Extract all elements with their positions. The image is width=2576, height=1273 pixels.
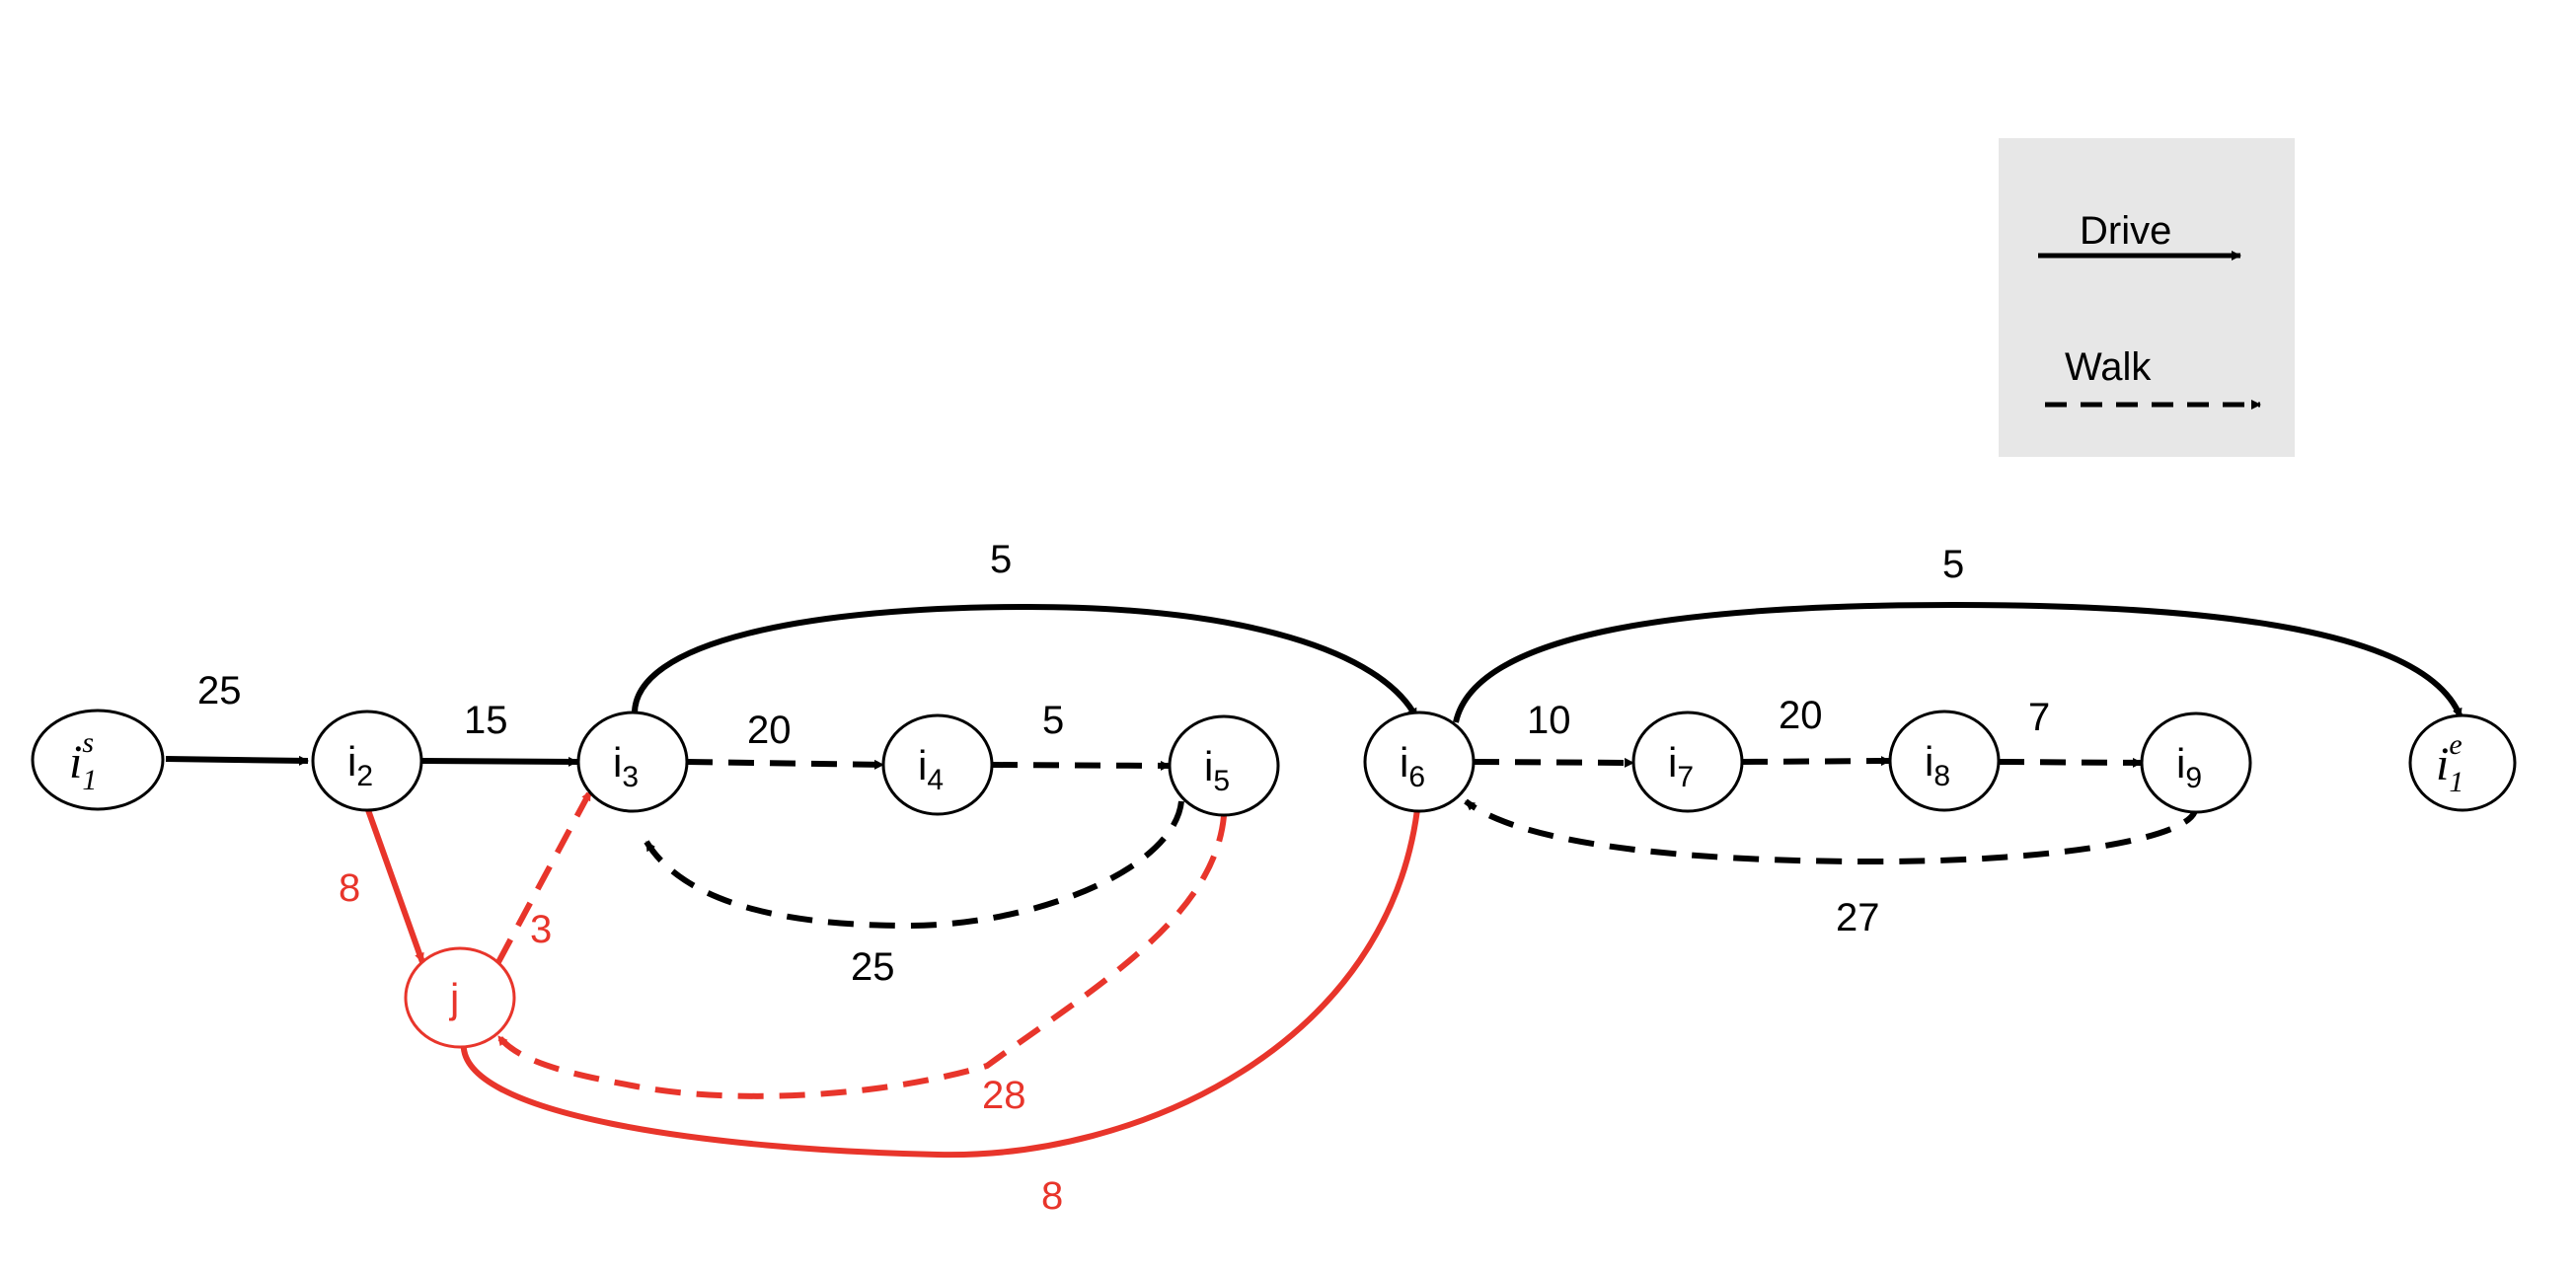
node-i6[interactable]: i6 [1363,711,1476,813]
svg-text:i7: i7 [1668,739,1694,793]
weight-i6-i1e: 5 [1942,543,1964,586]
edge-i9-i6 [1464,798,2199,865]
edge-weights: 25 15 5 20 5 25 5 10 20 7 27 8 3 28 8 [197,538,2050,1218]
node-i1e[interactable]: i1e [2408,713,2517,812]
weight-i2-i3: 15 [464,699,508,742]
weight-j-i6: 8 [1041,1174,1063,1218]
edge-i6-i1e [1453,601,2463,723]
svg-text:i1e: i1e [2436,728,2463,798]
legend-drive-label: Drive [2080,209,2171,253]
edge-j-i6 [460,800,1422,1159]
walk-edges [644,756,2199,930]
weight-i5-i3: 25 [851,945,895,989]
svg-text:i6: i6 [1400,739,1425,793]
weight-i3-i4: 20 [747,709,792,752]
legend: Drive Walk [1999,138,2295,457]
edge-i4-i5 [991,760,1171,771]
svg-text:i2: i2 [347,738,373,792]
legend-box [1999,138,2295,457]
drive-edges [165,601,2463,767]
edge-i7-i8 [1741,756,1891,767]
weight-i8-i9: 7 [2028,696,2050,739]
node-i3[interactable]: i3 [576,711,689,813]
node-i8[interactable]: i8 [1888,710,2001,812]
edge-i3-i4 [686,759,884,770]
legend-walk-label: Walk [2065,345,2152,389]
edge-i2-i3 [421,756,578,767]
node-i1s[interactable]: i1s [31,709,165,811]
weight-i9-i6: 27 [1836,896,1880,939]
red-edges [364,789,1422,1159]
edge-j-i3 [495,789,593,964]
node-i4[interactable]: i4 [881,713,994,816]
weight-i1s-i2: 25 [197,669,242,712]
svg-text:i8: i8 [1925,738,1950,792]
svg-text:i9: i9 [2176,740,2202,794]
svg-text:i3: i3 [613,739,639,793]
node-j[interactable]: j [404,946,516,1049]
node-i7[interactable]: i7 [1631,711,1744,813]
weight-i6-i7: 10 [1527,699,1571,742]
weight-i2-j: 8 [339,866,360,910]
weight-i7-i8: 20 [1779,694,1823,737]
weight-i5-j: 28 [982,1074,1026,1117]
edge-i1s-i2 [165,755,309,766]
svg-text:i5: i5 [1204,743,1230,797]
node-i2[interactable]: i2 [311,710,423,812]
weight-i3-i6: 5 [990,538,1012,581]
svg-text:i4: i4 [918,742,944,796]
edge-i5-j [495,815,1227,1099]
edge-i2-j [364,805,425,964]
node-i5[interactable]: i5 [1168,714,1280,817]
svg-text:i1s: i1s [69,726,97,796]
edge-i6-i7 [1473,757,1634,768]
weight-i4-i5: 5 [1042,699,1064,742]
edge-i8-i9 [1998,757,2143,768]
svg-text:j: j [448,975,459,1021]
node-i9[interactable]: i9 [2140,711,2252,814]
weight-j-i3: 3 [530,908,552,951]
nodes: i1s i2 i3 i4 i5 i6 i7 i8 [31,709,2517,1049]
edge-i5-i3 [644,800,1184,930]
edge-i3-i6 [631,603,1419,719]
